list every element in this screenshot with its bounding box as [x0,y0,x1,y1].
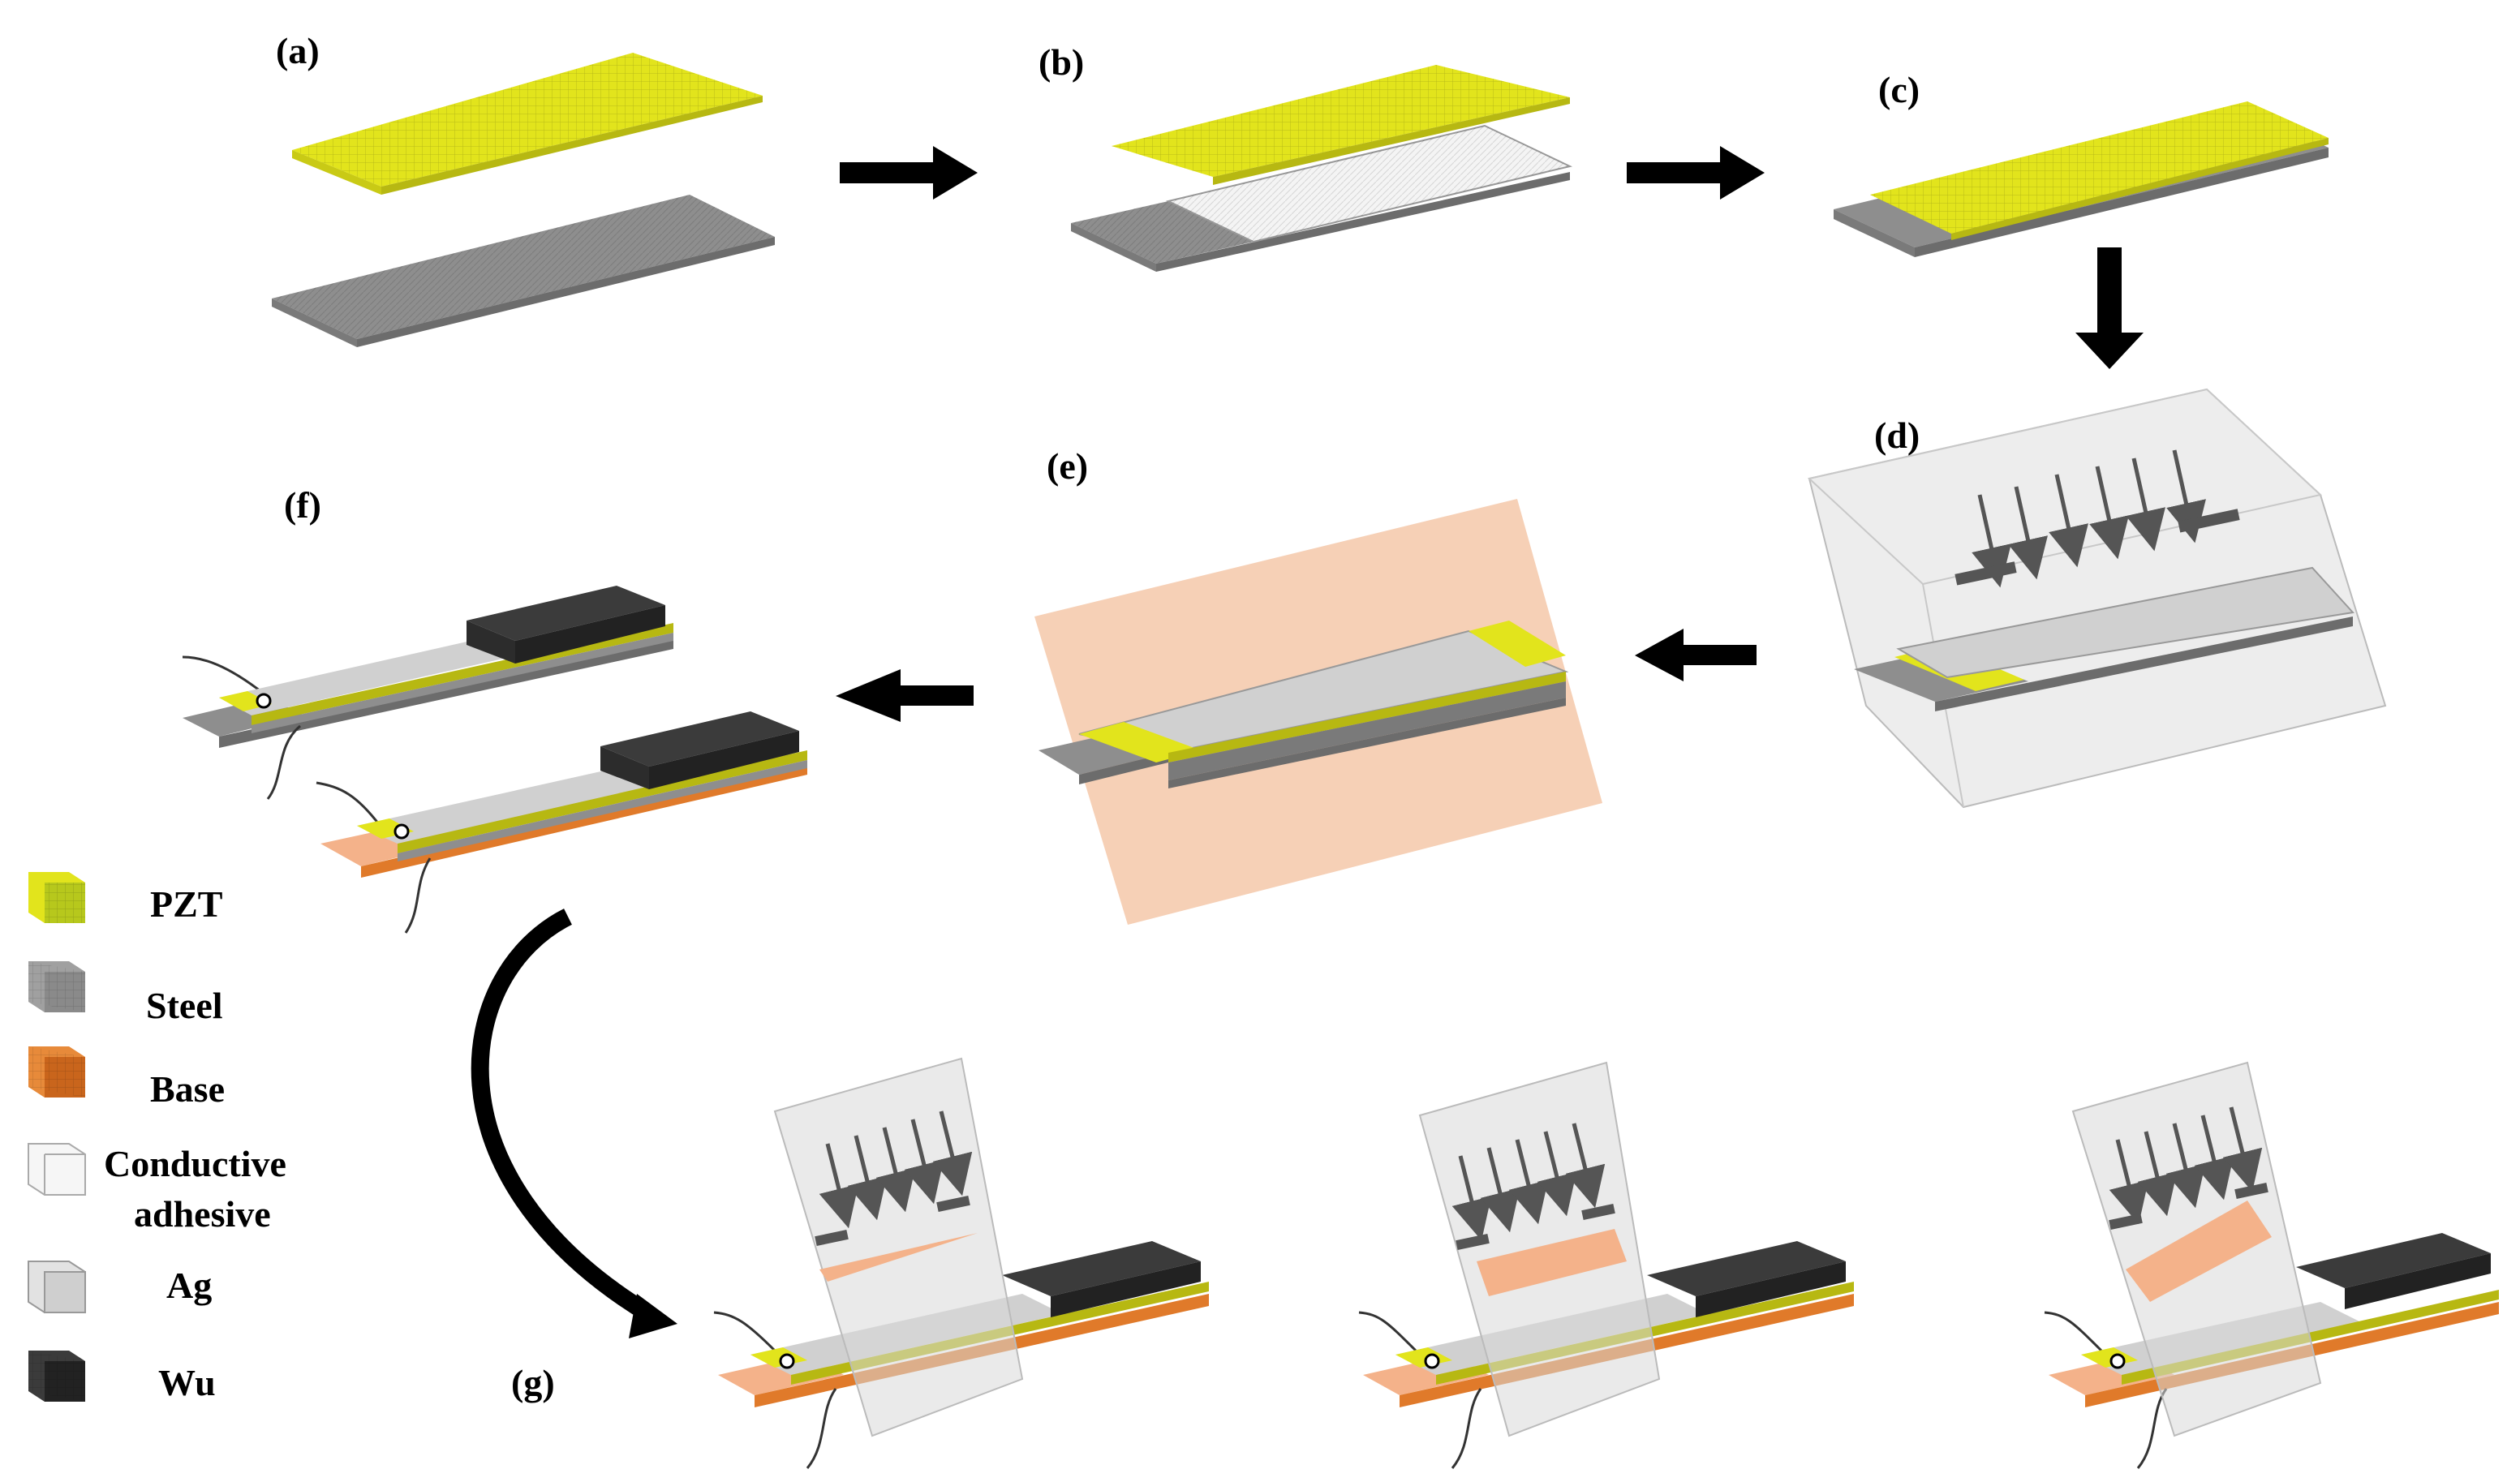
legend-label-wu: Wu [158,1362,216,1403]
panel-label-c: (c) [1878,69,1920,110]
panel-label-e: (e) [1047,445,1088,487]
mask-film [1477,1229,1627,1296]
arrow-right-icon [1627,146,1765,200]
panel-label-g: (g) [511,1362,555,1403]
legend-label-ag: Ag [166,1265,212,1306]
legend: PZT Steel Base Conductive adhesive [28,872,286,1403]
legend-item-base: Base [28,1046,225,1110]
stacked-device [1039,621,1569,788]
conductive-adhesive-layer [1166,124,1572,243]
panel-e: (e) [1034,445,1602,925]
steel-plate [1071,172,1570,272]
legend-label-steel: Steel [146,985,223,1026]
stacked-device [1854,566,2354,711]
panel-c: (c) [1834,69,2329,257]
steel-plate [272,195,775,347]
panel-label-d: (d) [1874,415,1920,456]
panel-a: (a) [272,30,775,347]
panel-g: (g) [511,1057,2499,1469]
curved-arrow-icon [471,909,677,1338]
panel-f: (f) [182,484,807,934]
legend-label-adhesive: adhesive [134,1193,271,1235]
panel-label-a: (a) [276,30,320,71]
deposition-step-3 [2044,1061,2499,1469]
arrow-down-icon [2075,247,2144,369]
legend-label-pzt: PZT [150,883,222,925]
pzt-plate [292,53,763,195]
pzt-plate [1112,65,1570,185]
wu-block [600,711,799,789]
legend-item-ag: Ag [28,1261,212,1313]
legend-item-conductive-adhesive: Conductive adhesive [28,1143,286,1235]
legend-item-wu: Wu [28,1351,216,1403]
mask-film [819,1233,978,1282]
pzt-plate [1870,101,2329,240]
deposition-step-1 [713,1057,1209,1469]
cantilever-device-base [316,711,807,934]
cantilever-device-steel [182,586,673,800]
legend-label-base: Base [150,1068,225,1110]
arrow-right-icon [840,146,978,200]
legend-item-pzt: PZT [28,872,222,925]
mask-film [2126,1201,2272,1302]
panel-d: (d) [1807,388,2387,809]
mask-bar [2178,509,2240,533]
arrow-left-icon [1635,629,1757,681]
panel-b: (b) [1039,41,1572,272]
panel-label-f: (f) [284,484,321,526]
wu-block [467,586,665,664]
ion-beam-icon [1972,449,2206,588]
panel-label-b: (b) [1039,41,1084,83]
legend-label-conductive: Conductive [104,1143,286,1184]
legend-item-steel: Steel [28,961,223,1026]
mask-bar [1955,561,2017,586]
arrow-left-icon [836,669,974,722]
deposition-step-2 [1358,1061,1854,1469]
